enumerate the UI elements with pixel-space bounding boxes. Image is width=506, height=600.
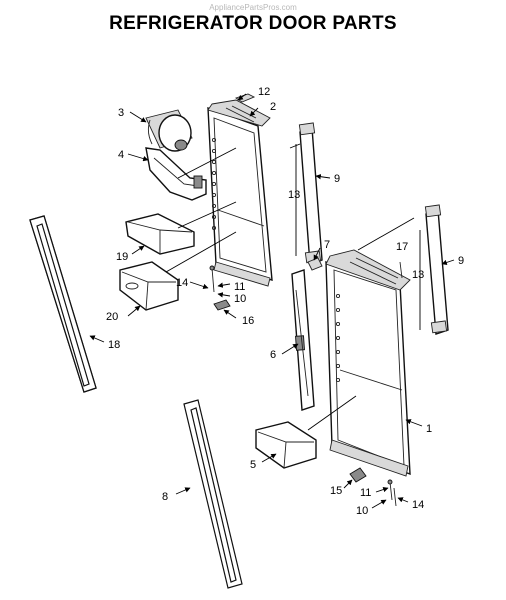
part-9-hinge-bar-left: [298, 122, 323, 265]
callout-18: 18: [108, 339, 120, 351]
callout-17: 17: [396, 241, 408, 253]
part-20-door-bin: [119, 261, 179, 311]
callout-13-left: 13: [288, 189, 300, 201]
part-19-door-bin: [125, 213, 195, 255]
part-4-bracket: [145, 147, 207, 201]
callout-2: 2: [270, 101, 276, 113]
callout-12: 12: [258, 86, 270, 98]
part-15-bracket: [349, 467, 367, 483]
callout-5: 5: [250, 459, 256, 471]
left-door-assembly: [207, 99, 273, 287]
callout-15: 15: [330, 485, 342, 497]
callout-13-right: 13: [412, 269, 424, 281]
assembly-guide-lines: [165, 143, 421, 431]
part-6-door-rail: [291, 269, 315, 411]
part-3-module: [145, 109, 193, 152]
callout-10-upper: 10: [234, 293, 246, 305]
callout-20: 20: [106, 311, 118, 323]
callout-3: 3: [118, 107, 124, 119]
callout-16: 16: [242, 315, 254, 327]
callout-6: 6: [270, 349, 276, 361]
callout-leaders: [89, 93, 455, 509]
hardware-screws-upper: [209, 265, 231, 311]
part-17-pin: [399, 261, 403, 279]
diagram-title: REFRIGERATOR DOOR PARTS: [109, 13, 397, 34]
callout-9-left: 9: [334, 173, 340, 185]
part-9-hinge-bar-right: [424, 204, 449, 335]
callout-10-lower: 10: [356, 505, 368, 517]
part-18-door-gasket-left: [29, 215, 97, 393]
callout-4: 4: [118, 149, 124, 161]
callout-1: 1: [426, 423, 432, 435]
callout-8: 8: [162, 491, 168, 503]
hardware-screws-lower: [387, 479, 397, 507]
callout-14-upper: 14: [176, 277, 188, 289]
callout-11-lower: 11: [360, 487, 371, 499]
part-5-door-bin: [255, 421, 317, 469]
callout-14-lower: 14: [412, 499, 424, 511]
part-8-door-gasket-right: [183, 399, 243, 589]
callout-11-upper: 11: [234, 281, 245, 293]
watermark-text: AppliancePartsPros.com: [209, 3, 297, 12]
callout-19: 19: [116, 251, 128, 263]
right-door-assembly: [325, 249, 411, 477]
callout-labels: 12 2 3 4 13 9 7 19 14 11 10 20 16 18 6 1…: [106, 86, 464, 517]
callout-9-right: 9: [458, 255, 464, 267]
callout-7: 7: [324, 239, 330, 251]
